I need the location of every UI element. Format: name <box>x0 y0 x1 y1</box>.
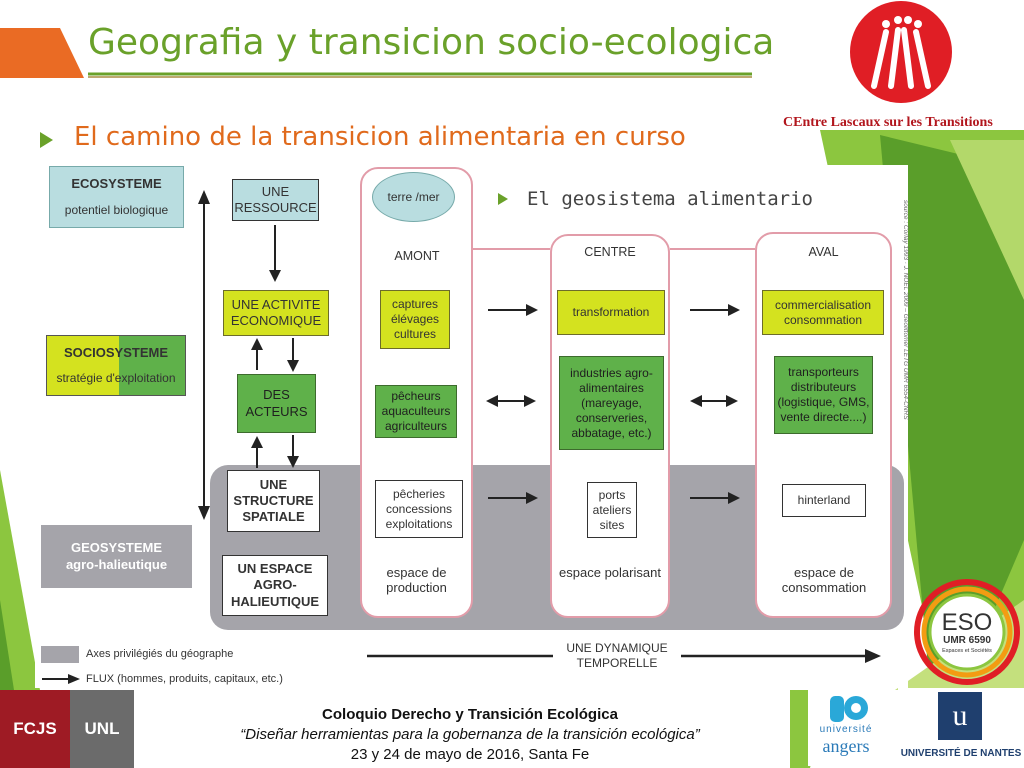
temporal-label: UNE DYNAMIQUE TEMPORELLE <box>553 641 681 671</box>
footer-line-1: Coloquio Derecho y Transición Ecológica <box>322 706 618 723</box>
legend-arrow-label: FLUX (hommes, produits, capitaux, etc.) <box>86 673 283 685</box>
chain-arrows <box>251 225 299 468</box>
label-amont: AMONT <box>394 249 440 263</box>
side-source-container: source : Corlay 1993 · J. NOEL 2009 – Gé… <box>895 200 911 470</box>
panel-ecosysteme: ECOSYSTEME potentiel biologique <box>49 166 184 228</box>
panel-geosysteme-title: GEOSYSTEME <box>70 540 163 556</box>
green-shard-left <box>0 470 40 690</box>
fcjs-logo: FCJS <box>0 690 70 768</box>
panel-geosysteme: GEOSYSTEME agro-halieutique <box>41 525 192 588</box>
eso-logo-text: ESO <box>942 609 993 636</box>
panel-geosysteme-sub: agro-halieutique <box>65 556 168 572</box>
nantes-logo: u UNIVERSITÉ DE NANTES <box>898 688 1024 768</box>
box-une-ressource: UNE RESSOURCE <box>232 179 319 221</box>
box-aval-2: transporteurs distributeurs (logistique,… <box>774 356 873 434</box>
box-amont-3: pêcheries concessions exploitations <box>375 480 463 538</box>
bullet-sub: El geosistema alimentario <box>527 188 813 210</box>
box-aval-3: hinterland <box>782 484 866 517</box>
footer-line-2: “Diseñar herramientas para la gobernanza… <box>240 726 700 743</box>
eso-logo-sub: UMR 6590 <box>943 635 991 646</box>
bullet-main: El camino de la transicion alimentaria e… <box>74 122 686 152</box>
box-centre-2: industries agro-alimentaires (mareyage, … <box>559 356 664 450</box>
unl-logo-text: UNL <box>84 719 120 738</box>
label-aval: AVAL <box>808 245 839 259</box>
slide-title: Geografia y transicion socio-ecologica <box>88 22 775 63</box>
orange-tab-shape <box>0 28 84 78</box>
label-centre-bottom: espace polarisant <box>559 565 661 580</box>
lascaux-caption: CEntre Lascaux sur les Transitions <box>783 115 993 130</box>
box-une-structure: UNE STRUCTURE SPATIALE <box>227 470 320 532</box>
panel-sociosysteme: SOCIOSYSTEME stratégie d'exploitation <box>46 335 186 396</box>
lascaux-logo <box>850 1 952 103</box>
nantes-logo-text: UNIVERSITÉ DE NANTES <box>900 748 1022 759</box>
panel-ecosysteme-title: ECOSYSTEME <box>71 176 162 192</box>
label-aval-bottom: espace de consommation <box>781 565 867 595</box>
box-une-activite: UNE ACTIVITE ECONOMIQUE <box>223 290 329 336</box>
legend-arrow-icon <box>42 674 80 684</box>
panel-sociosysteme-title: SOCIOSYSTEME <box>63 344 169 360</box>
box-aval-1: commercialisation consommation <box>762 290 884 335</box>
box-des-acteurs: DES ACTEURS <box>237 374 316 433</box>
eso-logo: ESO UMR 6590 Espaces et Sociétés <box>914 579 1020 685</box>
panel-sociosysteme-sub: stratégie d'exploitation <box>56 371 176 386</box>
flow-arrows <box>486 304 740 504</box>
box-un-espace: UN ESPACE AGRO-HALIEUTIQUE <box>222 555 328 616</box>
angers-logo-text-2: angers <box>822 736 870 756</box>
label-centre: CENTRE <box>584 245 636 259</box>
eso-logo-sub2: Espaces et Sociétés <box>942 648 992 654</box>
box-centre-1: transformation <box>557 290 665 335</box>
bullet-triangle-icon <box>40 132 53 148</box>
nantes-logo-mark: u <box>938 692 982 740</box>
oval-terre-mer: terre /mer <box>372 172 455 222</box>
label-amont-bottom: espace de production <box>386 565 447 595</box>
side-source-text: source : Corlay 1993 · J. NOEL 2009 – Gé… <box>902 200 909 420</box>
angers-logo-mark <box>830 696 868 722</box>
angers-logo-text-1: université <box>819 724 873 735</box>
vertical-double-arrow <box>198 190 210 520</box>
sub-bullet-triangle-icon <box>498 193 508 205</box>
box-amont-2: pêcheurs aquaculteurs agriculteurs <box>375 385 457 438</box>
footer-line-3: 23 y 24 de mayo de 2016, Santa Fe <box>350 746 590 763</box>
box-amont-1: captures élévages cultures <box>380 290 450 349</box>
angers-logo: université angers <box>808 688 884 766</box>
box-centre-3: ports ateliers sites <box>587 482 637 538</box>
panel-ecosysteme-sub: potentiel biologique <box>64 202 169 217</box>
fcjs-logo-text: FCJS <box>13 719 57 738</box>
legend-gray-label: Axes privilégiés du géographe <box>86 648 234 660</box>
unl-logo: UNL <box>70 690 134 768</box>
legend-gray-swatch <box>41 646 79 663</box>
lascaux-logo-circle <box>850 1 952 103</box>
